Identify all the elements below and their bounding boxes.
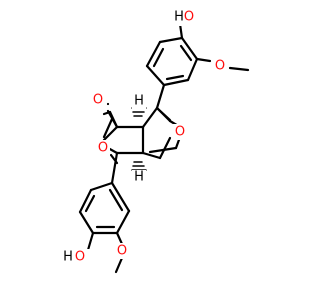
bond bbox=[178, 22, 184, 40]
bond bbox=[86, 231, 95, 252]
bond bbox=[179, 44, 193, 62]
molecule-structure: H O O O O O H H H O O bbox=[63, 10, 250, 274]
bond bbox=[84, 194, 96, 213]
bond bbox=[155, 83, 166, 110]
atom-o: O bbox=[175, 125, 185, 140]
bond bbox=[141, 151, 162, 160]
bond bbox=[108, 188, 124, 212]
bond bbox=[195, 57, 212, 63]
atom-o: O bbox=[98, 141, 108, 156]
bond bbox=[180, 36, 199, 61]
bond bbox=[145, 40, 162, 68]
bond bbox=[89, 181, 114, 192]
bond bbox=[158, 136, 172, 160]
bond bbox=[78, 188, 93, 214]
atom-h: H bbox=[63, 250, 73, 265]
bond bbox=[228, 66, 250, 72]
bond bbox=[186, 57, 199, 82]
bond bbox=[110, 151, 119, 185]
bond bbox=[102, 125, 119, 142]
bond bbox=[162, 78, 190, 87]
atom-h: H bbox=[134, 94, 144, 109]
bond bbox=[152, 47, 165, 68]
bond bbox=[155, 106, 172, 123]
bond bbox=[148, 146, 178, 154]
bond bbox=[158, 36, 184, 44]
bond bbox=[109, 153, 119, 165]
bond bbox=[108, 110, 119, 129]
bond bbox=[145, 64, 166, 87]
atom-labels: H O O O O O H H H O O bbox=[63, 10, 227, 265]
atom-o: O bbox=[75, 250, 85, 265]
bond bbox=[78, 210, 95, 235]
atom-o: O bbox=[215, 59, 225, 74]
bond bbox=[141, 106, 159, 129]
atom-o: O bbox=[117, 244, 127, 259]
bond bbox=[102, 110, 112, 116]
atom-h: H bbox=[134, 170, 144, 185]
atom-o: O bbox=[184, 10, 194, 25]
bond-layer bbox=[78, 22, 250, 274]
bond bbox=[115, 209, 131, 235]
bond bbox=[115, 231, 124, 246]
bond bbox=[165, 74, 185, 81]
atom-o: O bbox=[93, 93, 103, 108]
bond bbox=[102, 117, 114, 139]
bond bbox=[114, 256, 124, 274]
atom-h: H bbox=[174, 10, 184, 25]
bond bbox=[110, 181, 131, 213]
